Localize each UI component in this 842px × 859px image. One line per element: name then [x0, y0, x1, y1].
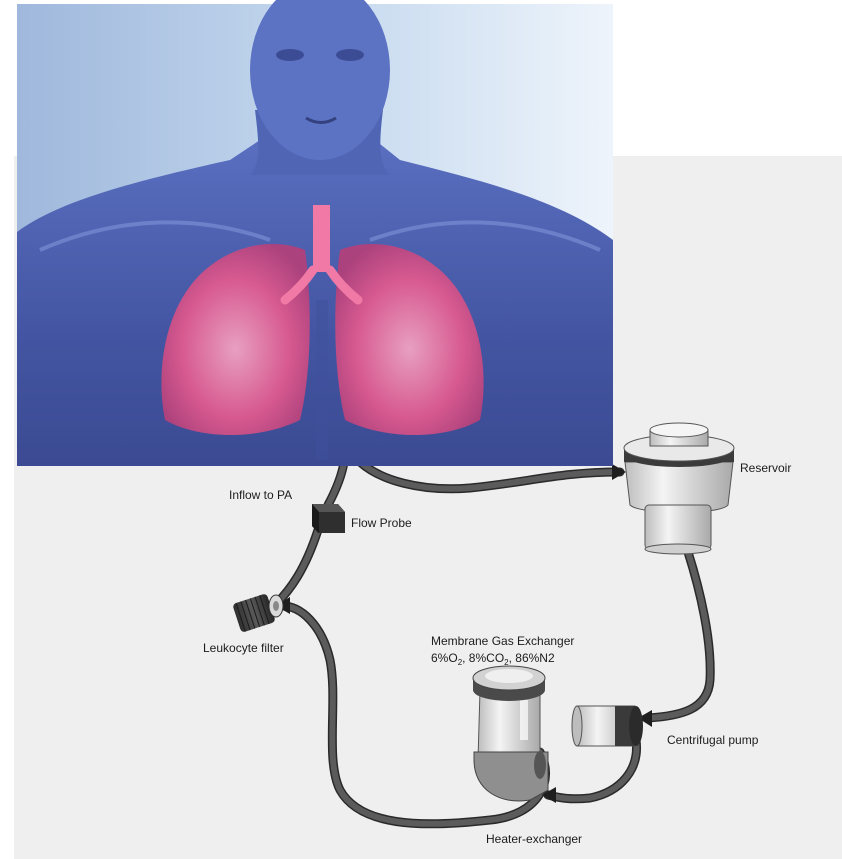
leukocyte-filter-label: Leukocyte filter — [203, 641, 284, 655]
centrifugal-pump-device — [572, 706, 643, 746]
membrane-gas-exchanger-label: Membrane Gas Exchanger — [431, 634, 574, 648]
tube-pump-to-exchanger — [548, 740, 637, 799]
human-chest-illustration — [17, 0, 613, 466]
centrifugal-pump-label: Centrifugal pump — [667, 733, 758, 747]
arrow-into-reservoir-icon — [612, 464, 626, 480]
gas-n2-value: , 86%N2 — [509, 651, 555, 665]
reservoir-device — [624, 423, 734, 554]
gas-mixture-label: 6%O2, 8%CO2, 86%N2 — [431, 651, 555, 670]
flow-probe-label: Flow Probe — [351, 516, 412, 530]
gas-o2-value: 6%O — [431, 651, 458, 665]
flow-probe-device — [312, 504, 345, 533]
reservoir-label: Reservoir — [740, 461, 791, 475]
leukocyte-filter-device — [232, 593, 283, 633]
tube-reservoir-to-pump — [648, 552, 710, 718]
heater-exchanger-label: Heater-exchanger — [486, 832, 582, 846]
membrane-gas-exchanger-device — [473, 666, 548, 801]
inflow-to-pa-label: Inflow to PA — [229, 488, 292, 502]
gas-co2-value: , 8%CO — [462, 651, 504, 665]
